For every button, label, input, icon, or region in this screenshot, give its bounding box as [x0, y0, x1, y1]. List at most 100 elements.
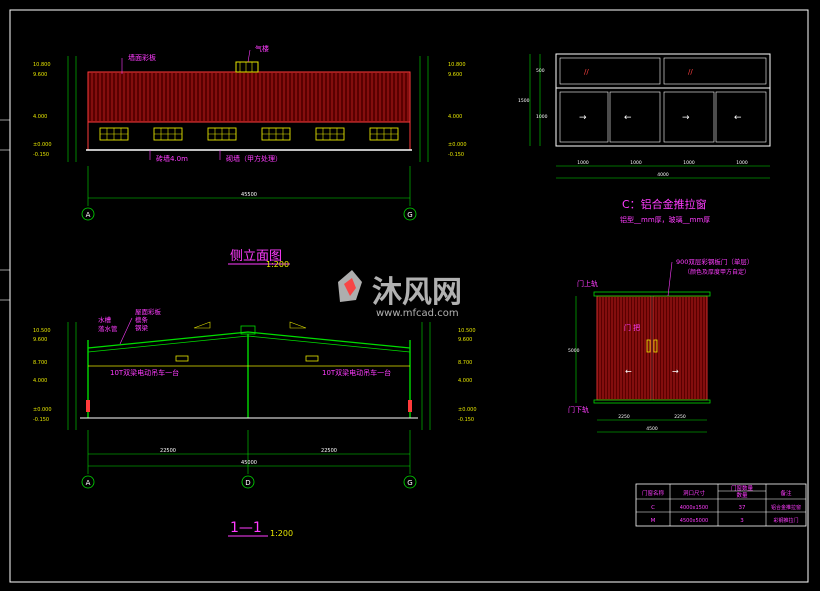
top-track-label: 门上轨 [577, 279, 598, 288]
sec-right-dim: 4.000 [458, 378, 472, 384]
elev-left-dim: 9.600 [33, 72, 47, 78]
section-1-1: 水槽 落水管 屋面彩板 檩条 钢梁 10T双梁电动吊车一台 10T双梁电动吊车一… [33, 307, 477, 538]
section-title: 1—1 [230, 520, 262, 536]
leader-line [667, 261, 673, 297]
window-height-dim: 1000 [536, 114, 548, 120]
span-total: 45000 [241, 460, 257, 466]
table-cell: C [651, 505, 655, 511]
brick-wall [87, 121, 411, 151]
sliding-pane [715, 91, 767, 143]
sec-left-dim: 8.700 [33, 360, 47, 366]
window-height-dim: 500 [536, 68, 545, 74]
door-width-dim: 2250 [674, 414, 686, 420]
door-detail: ← → 门上轨 门下轨 门 把 900双层彩钢板门（单层） （颜色及厚度甲方自定… [568, 257, 753, 433]
elev-right-dim: 10.800 [448, 62, 466, 68]
downpipe-label: 落水管 [98, 324, 118, 333]
gutter-label: 水槽 [98, 315, 112, 324]
axis-label-g: G [407, 211, 412, 219]
glass-hatch-icon: // [688, 68, 693, 76]
elev-left-dim: 10.800 [33, 62, 51, 68]
sec-left-dim: 10.500 [33, 328, 51, 334]
table-header: 门窗名称 [642, 489, 665, 497]
wall-panel [87, 71, 411, 123]
sec-right-dim: -0.150 [458, 417, 474, 423]
elev-right-dim: ±0.000 [448, 142, 467, 148]
slope-indicator [193, 321, 211, 329]
elev-right-dim: 9.600 [448, 72, 462, 78]
arrow-left-icon: ← [624, 113, 632, 123]
window-width-dim: 1000 [577, 160, 589, 166]
leader-line [247, 49, 251, 63]
crane-label-left: 10T双梁电动吊车一台 [110, 368, 179, 377]
table-cell: M [651, 518, 656, 524]
elev-left-dim: ±0.000 [33, 142, 52, 148]
elev-right-dim: -0.150 [448, 152, 464, 158]
bottom-track-label: 门下轨 [568, 405, 589, 414]
drawing-frame [9, 9, 809, 583]
door-arrow-left-icon: ← [625, 367, 632, 376]
roof-panel-label: 屋面彩板 [135, 307, 162, 316]
arrow-right-icon: → [579, 113, 587, 123]
window-detail: → ← → ← // // 500 1000 1500 1000 1000 10… [518, 53, 771, 224]
axis-label-g: G [407, 479, 412, 487]
wall-panel-ribs [91, 73, 409, 121]
arrow-left-icon: ← [734, 113, 742, 123]
schedule-border [635, 483, 807, 527]
watermark-brand: 沐风网 [372, 275, 462, 310]
table-cell: 彩钢推拉门 [773, 517, 798, 524]
door-note-line1: 900双层彩钢板门（单层） [676, 257, 753, 266]
roof-vent-section [240, 325, 256, 335]
section-scale: 1:200 [270, 529, 293, 538]
window-width-dim: 1000 [683, 160, 695, 166]
crane-trolley [305, 355, 319, 362]
elev-total-width: 45500 [241, 192, 257, 198]
arrow-right-icon: → [682, 113, 690, 123]
axis-bubble-a [81, 207, 95, 221]
sec-left-dim: 9.600 [33, 337, 47, 343]
door-ribs [599, 297, 705, 399]
table-cell: 4500x5000 [680, 518, 708, 524]
roof-panel-label: 墙面彩板 [128, 53, 156, 62]
wall-note-label: 砌墙（甲方处理） [226, 154, 282, 163]
elev-right-dim: 4.000 [448, 114, 462, 120]
brick-wall-label: 砖墙4.0m [156, 154, 188, 163]
window-width-dim: 1000 [630, 160, 642, 166]
axis-label-a: A [86, 211, 91, 219]
door-window-schedule: 门窗数量 门窗名称 洞口尺寸 数量 备注 C 4000x1500 37 铝合金推… [635, 483, 807, 527]
axis-bubble-g [403, 207, 417, 221]
elevation-title: 侧立面图 [230, 249, 282, 264]
window-frame [555, 53, 771, 147]
roof-outline [87, 331, 411, 349]
span-right: 22500 [321, 448, 337, 454]
table-cell: 4000x1500 [680, 505, 708, 511]
top-track [593, 291, 711, 297]
purlin-label: 檩条 [135, 315, 149, 324]
window-width-dim: 1000 [736, 160, 748, 166]
axis-bubble-g [403, 475, 417, 489]
sec-left-dim: -0.150 [33, 417, 49, 423]
span-left: 22500 [160, 448, 176, 454]
axis-bubble-a [81, 475, 95, 489]
crane-label-right: 10T双梁电动吊车一台 [322, 368, 391, 377]
table-cell: 3 [740, 518, 744, 524]
watermark-logo-accent [344, 278, 356, 296]
elevation-scale: 1:200 [266, 260, 289, 269]
sec-right-dim: 9.600 [458, 337, 472, 343]
window-total-dim: 4000 [657, 172, 669, 178]
handle-label: 门 把 [624, 323, 640, 332]
axis-label-a: A [86, 479, 91, 487]
sec-left-dim: 4.000 [33, 378, 47, 384]
table-cell: 37 [739, 505, 746, 511]
watermark: 沐风网 www.mfcad.com [338, 270, 462, 319]
roof-beam [87, 335, 411, 353]
sliding-pane [663, 91, 715, 143]
table-header-group: 门窗数量 [731, 484, 754, 492]
steel-beam-label: 钢梁 [135, 323, 149, 332]
sec-left-dim: ±0.000 [33, 407, 52, 413]
sliding-pane [609, 91, 661, 143]
door-handle [646, 339, 651, 353]
roof-vent [235, 61, 259, 73]
side-elevation: 墙面彩板 气楼 砖墙4.0m 砌墙（甲方处理） 10.800 9.600 4.0… [33, 44, 467, 269]
vent-label: 气楼 [255, 44, 269, 53]
